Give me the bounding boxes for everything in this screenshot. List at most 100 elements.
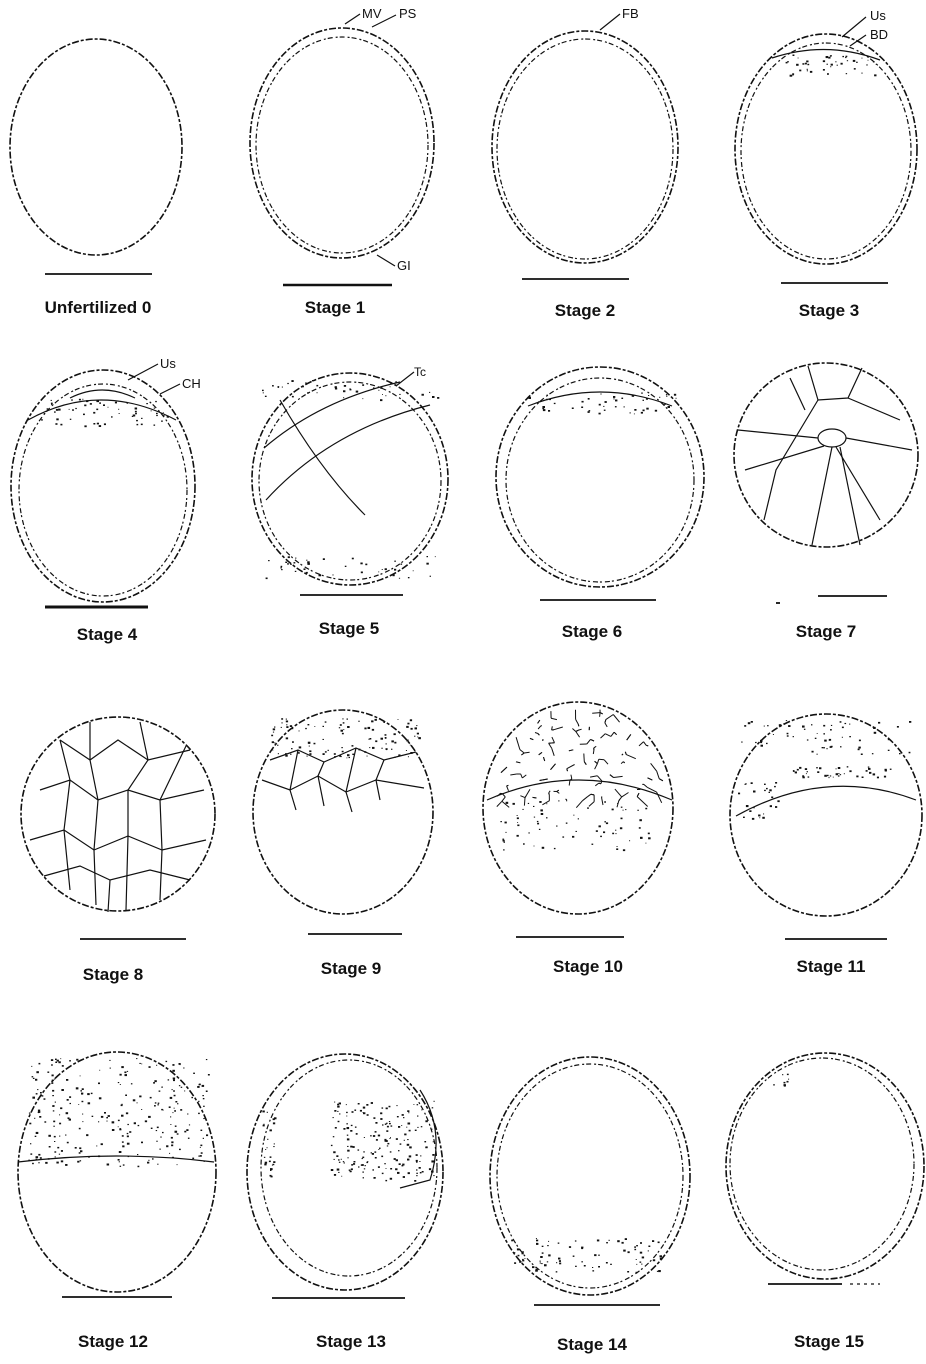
stipple-dot <box>416 725 417 726</box>
stipple-dot <box>76 1087 79 1089</box>
stipple-dot <box>307 563 310 565</box>
stipple-dot <box>426 563 428 565</box>
stipple-dot <box>286 721 288 723</box>
stipple-dot <box>32 1163 34 1164</box>
stipple-dot <box>352 1111 354 1113</box>
stipple-dot <box>547 395 548 396</box>
blastoderm-margin <box>736 786 916 816</box>
stipple-dot <box>323 739 324 740</box>
stipple-dot <box>358 721 359 722</box>
stipple-dot <box>416 1169 418 1170</box>
stipple-dot <box>541 813 544 815</box>
stipple-dot <box>206 1134 208 1136</box>
stipple-dot <box>118 1159 120 1161</box>
stipple-dot <box>849 736 851 737</box>
stipple-dot <box>823 60 825 62</box>
stipple-dot <box>267 1112 268 1113</box>
stipple-dot <box>657 1271 658 1272</box>
stipple-dot <box>56 418 58 420</box>
stipple-dot <box>38 1112 39 1113</box>
stipple-dot <box>193 1073 195 1074</box>
stipple-dot <box>751 721 753 723</box>
stipple-dot <box>54 1151 56 1152</box>
stipple-dot <box>382 1124 384 1125</box>
stipple-dot <box>636 1259 637 1260</box>
stipple-dot <box>119 413 120 414</box>
stipple-dot <box>79 1152 81 1154</box>
stipple-dot <box>199 1084 200 1085</box>
stipple-dot <box>538 401 539 402</box>
stipple-dot <box>173 1078 175 1080</box>
stipple-dot <box>267 1139 268 1140</box>
stipple-dot <box>841 63 843 65</box>
stipple-dot <box>285 755 287 757</box>
stipple-dot <box>838 775 840 776</box>
stipple-dot <box>269 1161 271 1163</box>
stipple-dot <box>819 767 821 769</box>
stipple-dot <box>384 1163 386 1164</box>
stipple-dot <box>126 1112 128 1114</box>
stipple-dot <box>646 398 648 400</box>
stipple-dot <box>620 827 622 829</box>
cell-edge <box>644 742 647 746</box>
stipple-dot <box>408 1172 410 1174</box>
stipple-dot <box>92 1116 94 1117</box>
stipple-dot <box>382 1107 384 1108</box>
stipple-dot <box>827 64 828 65</box>
stipple-dot <box>397 1116 399 1117</box>
stipple-dot <box>380 1118 382 1120</box>
stipple-dot <box>189 1124 190 1125</box>
stipple-dot <box>51 1082 53 1084</box>
annotation-leader <box>160 384 180 394</box>
stipple-dot <box>623 810 624 811</box>
stipple-dot <box>379 1148 381 1149</box>
egg-inner-membrane <box>741 43 911 259</box>
stipple-dot <box>135 413 137 415</box>
stipple-dot <box>556 1271 558 1272</box>
cell-edge <box>600 713 603 714</box>
stipple-dot <box>382 569 383 570</box>
stipple-dot <box>370 738 372 740</box>
stipple-dot <box>378 390 379 391</box>
stipple-dot <box>784 1084 786 1086</box>
stipple-dot <box>96 409 98 411</box>
stipple-dot <box>175 1126 177 1127</box>
stipple-dot <box>338 1172 339 1173</box>
stipple-dot <box>316 385 318 387</box>
cell-edge <box>510 774 516 775</box>
stipple-dot <box>290 754 291 755</box>
stipple-dot <box>203 1138 204 1139</box>
stipple-dot <box>411 728 413 730</box>
stipple-dot <box>830 66 831 67</box>
stipple-dot <box>334 756 336 758</box>
stipple-dot <box>416 1173 418 1174</box>
stipple-dot <box>339 727 340 728</box>
stipple-dot <box>849 770 851 772</box>
stipple-dot <box>559 1260 561 1262</box>
stipple-dot <box>179 1085 180 1086</box>
stipple-dot <box>394 733 396 735</box>
stipple-dot <box>861 754 863 756</box>
stipple-dot <box>767 725 769 726</box>
stipple-dot <box>826 748 827 749</box>
stipple-dot <box>784 1082 786 1084</box>
stipple-dot <box>49 1146 51 1148</box>
stipple-dot <box>402 1164 404 1166</box>
stipple-dot <box>409 1146 412 1148</box>
panel-stage-11: Stage 11 <box>730 714 922 976</box>
cell-edge <box>507 786 509 791</box>
cleavage-line <box>840 447 860 545</box>
blastomere-boundary <box>28 400 176 420</box>
stipple-dot <box>837 65 838 66</box>
stipple-dot <box>425 1120 427 1122</box>
stipple-dot <box>432 396 435 398</box>
stipple-dot <box>263 392 264 393</box>
stipple-dot <box>55 423 57 425</box>
stipple-dot <box>375 740 377 742</box>
stipple-dot <box>150 1097 152 1099</box>
stipple-dot <box>60 1058 61 1059</box>
stipple-dot <box>817 771 819 773</box>
cell-boundary <box>262 776 424 792</box>
cell-edge <box>617 801 619 808</box>
stage-label: Stage 12 <box>78 1332 148 1351</box>
